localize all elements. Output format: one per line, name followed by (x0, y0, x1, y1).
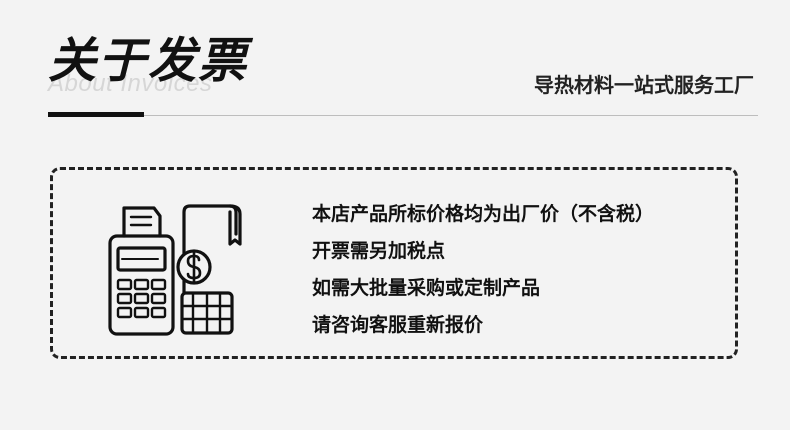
page-title: 关于发票 (48, 33, 249, 89)
payment-terminal-icon (108, 206, 175, 336)
invoice-notice-box (50, 167, 738, 359)
header-divider (48, 115, 758, 116)
invoice-notice-lines: 本店产品所标价格均为出厂价（不含税） 开票需另加税点 如需大批量采购或定制产品 … (312, 196, 654, 344)
notice-line: 请咨询客服重新报价 (312, 314, 484, 336)
header-accent-bar (48, 112, 144, 117)
notice-line: 如需大批量采购或定制产品 (312, 277, 541, 299)
coin-stack-icon (180, 291, 234, 335)
notice-line: 本店产品所标价格均为出厂价（不含税） (312, 203, 655, 225)
dollar-coin-icon (176, 249, 212, 285)
page-title-english: About Invoices (48, 70, 213, 97)
invoice-illustration (108, 204, 242, 336)
notice-line: 开票需另加税点 (312, 240, 446, 262)
page-tagline: 导热材料一站式服务工厂 (534, 73, 754, 97)
receipt-icon (182, 204, 242, 296)
